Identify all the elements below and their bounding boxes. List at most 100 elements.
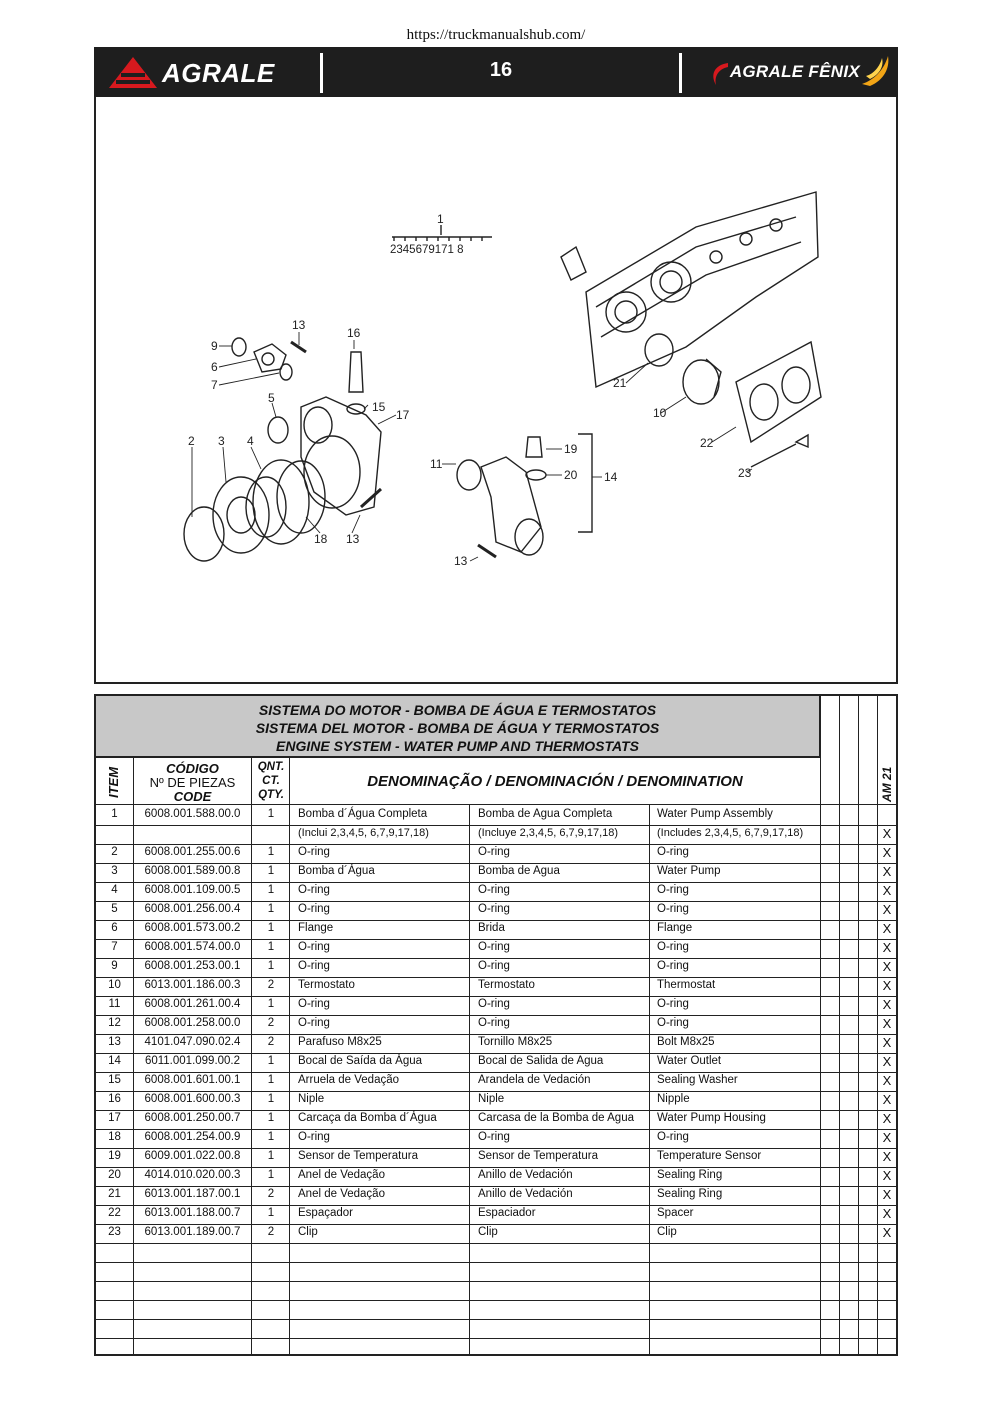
row-divider [96, 1338, 896, 1339]
bolt-13-top [290, 340, 307, 354]
spanish-cell: O-ring [478, 1017, 510, 1029]
code-cell: 6011.001.099.00.2 [144, 1055, 241, 1067]
code-cell: 6008.001.258.00.0 [144, 1017, 241, 1029]
code-cell: 6013.001.186.00.3 [144, 979, 241, 991]
qty-cell: 2 [267, 979, 275, 991]
item-cell: 9 [111, 960, 118, 972]
empty-table-row [96, 1338, 896, 1357]
item-cell: 13 [108, 1036, 121, 1048]
empty-table-row [96, 1300, 896, 1320]
spanish-cell: Anillo de Vedación [478, 1169, 573, 1181]
spanish-cell: Anillo de Vedación [478, 1188, 573, 1200]
callout-9: 9 [211, 339, 218, 353]
am21-applicability-cell: X [882, 1187, 892, 1202]
code-cell: 6008.001.250.00.7 [144, 1112, 241, 1124]
english-cell: Sealing Washer [657, 1074, 738, 1086]
item-cell: 18 [108, 1131, 121, 1143]
code-cell: 6008.001.588.00.0 [144, 808, 241, 820]
code-cell: 6013.001.189.00.7 [144, 1226, 241, 1238]
am21-applicability-cell: X [882, 826, 892, 841]
agrale-logo: AGRALE [108, 54, 275, 92]
portuguese-cell: Sensor de Temperatura [298, 1150, 418, 1162]
spanish-cell: Sensor de Temperatura [478, 1150, 598, 1162]
code-cell: 6008.001.253.00.1 [144, 960, 241, 972]
row-divider [96, 1015, 896, 1016]
am21-applicability-cell: X [882, 1054, 892, 1069]
am21-applicability-cell: X [882, 997, 892, 1012]
o-ring-11 [456, 459, 482, 491]
am21-applicability-cell: X [882, 1016, 892, 1031]
english-cell: Clip [657, 1226, 677, 1238]
row-divider [96, 1091, 896, 1092]
callout-13-mid: 13 [346, 532, 360, 546]
spanish-cell: O-ring [478, 846, 510, 858]
grid-v-qty [289, 758, 290, 1354]
portuguese-cell: O-ring [298, 903, 330, 915]
callout-7: 7 [211, 378, 218, 392]
am21-applicability-cell: X [882, 1073, 892, 1088]
title-spanish: SISTEMA DEL MOTOR - BOMBA DE ÁGUA Y TERM… [255, 720, 660, 736]
am21-applicability-cell: X [882, 978, 892, 993]
am21-applicability-cell: X [882, 1149, 892, 1164]
item-cell: 20 [108, 1169, 121, 1181]
portuguese-cell: O-ring [298, 846, 330, 858]
row-divider [96, 1053, 896, 1054]
table-row: (Inclui 2,3,4,5, 6,7,9,17,18)(Incluye 2,… [96, 825, 896, 845]
qty-cell: 1 [267, 941, 275, 953]
row-divider [96, 1072, 896, 1073]
row-divider [96, 958, 896, 959]
english-cell: O-ring [657, 846, 689, 858]
code-cell: 6008.001.573.00.2 [144, 922, 241, 934]
clip-23 [794, 433, 809, 449]
spanish-cell: Carcasa de la Bomba de Agua [478, 1112, 634, 1124]
item-cell: 23 [108, 1226, 121, 1238]
am21-applicability-cell: X [882, 1130, 892, 1145]
source-url[interactable]: https://truckmanualshub.com/ [406, 27, 586, 43]
portuguese-cell: Carcaça da Bomba d´Água [298, 1112, 437, 1124]
code-cell: 6013.001.188.00.7 [144, 1207, 241, 1219]
o-ring-9 [231, 337, 247, 357]
row-divider [96, 1110, 896, 1111]
english-cell: O-ring [657, 960, 689, 972]
english-cell: O-ring [657, 998, 689, 1010]
water-outlet-14 [480, 456, 542, 553]
callout-11: 11 [430, 457, 443, 471]
bolt-13-low [477, 543, 497, 559]
am21-applicability-cell: X [882, 902, 892, 917]
english-cell: O-ring [657, 884, 689, 896]
am21-applicability-cell: X [882, 940, 892, 955]
english-cell: Water Pump Assembly [657, 808, 773, 820]
english-cell: Temperature Sensor [657, 1150, 762, 1162]
am21-applicability-cell: X [882, 1111, 892, 1126]
thermostat-seat-2 [650, 261, 692, 303]
o-ring-4 [252, 459, 310, 545]
spanish-cell: (Incluye 2,3,4,5, 6,7,9,17,18) [478, 827, 619, 839]
english-cell: Sealing Ring [657, 1169, 723, 1181]
code-cell: 6008.001.574.00.0 [144, 941, 241, 953]
english-cell: O-ring [657, 941, 689, 953]
am21-applicability-cell: X [882, 1225, 892, 1240]
row-divider [96, 920, 896, 921]
portuguese-cell: Bocal de Saída da Água [298, 1055, 423, 1067]
spanish-cell: Clip [478, 1226, 498, 1238]
am21-applicability-cell: X [882, 1206, 892, 1221]
grid-v-pt [469, 804, 470, 1354]
english-cell: Water Outlet [657, 1055, 722, 1067]
callout-3: 3 [218, 434, 225, 448]
row-divider [96, 1129, 896, 1130]
english-cell: Flange [657, 922, 693, 934]
code-cell: 6008.001.601.00.1 [144, 1074, 241, 1086]
qty-cell: 1 [267, 1169, 275, 1181]
qty-cell: 1 [267, 1074, 275, 1086]
code-cell: 6008.001.589.00.8 [144, 865, 241, 877]
english-cell: Water Pump [657, 865, 721, 877]
callout-16: 16 [347, 326, 361, 340]
empty-table-row [96, 1243, 896, 1263]
